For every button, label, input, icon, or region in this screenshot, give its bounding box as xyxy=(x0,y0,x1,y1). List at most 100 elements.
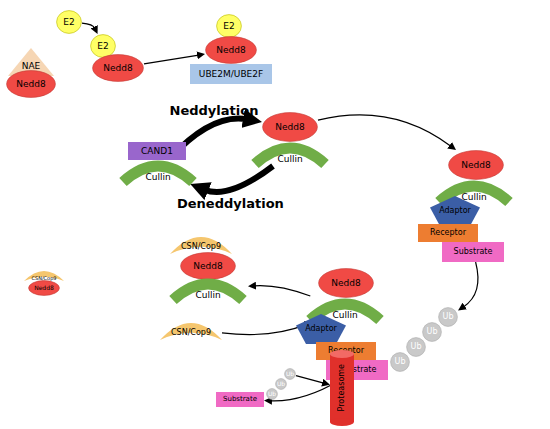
circle-outline xyxy=(407,338,426,357)
molecule-label: CAND1 xyxy=(141,147,173,156)
molecule-pent: Adaptor xyxy=(296,314,346,344)
molecule-label: Proteasome xyxy=(338,364,346,411)
molecule-circle: Ub xyxy=(390,352,410,372)
reaction-arrow xyxy=(296,376,324,384)
ellipse-outline xyxy=(319,269,374,298)
circle-outline xyxy=(91,35,116,58)
molecule-rect: UBE2M/UBE2F xyxy=(190,64,272,84)
molecule-label: Ub xyxy=(286,371,294,377)
pent-outline xyxy=(430,196,480,226)
molecule-arc: Cullin xyxy=(118,158,198,184)
molecule-label: Substrate xyxy=(223,396,257,403)
process-label: Neddylation xyxy=(170,103,259,118)
arc-outline xyxy=(123,166,193,182)
molecule-label: Ub xyxy=(443,313,454,321)
reaction-arrow xyxy=(270,380,340,401)
molecule-label: Nedd8 xyxy=(216,46,245,55)
molecule-circle: Ub xyxy=(438,307,458,327)
reaction-arrow xyxy=(222,324,307,334)
molecule-rect: Substrate xyxy=(216,392,264,407)
molecule-label: Nedd8 xyxy=(275,123,304,132)
molecule-label: NAE xyxy=(22,62,41,71)
molecule-ellipse: Nedd8 xyxy=(92,54,144,82)
molecule-label: E2 xyxy=(63,18,74,27)
rect-outline xyxy=(216,392,264,407)
rect-outline xyxy=(316,342,376,360)
molecule-pent: Adaptor xyxy=(430,196,480,226)
circle-outline xyxy=(439,308,458,327)
molecule-label: Receptor xyxy=(430,229,466,237)
rect-outline xyxy=(442,242,504,262)
molecule-circle: Ub xyxy=(422,322,442,342)
molecule-cyl: Proteasome xyxy=(330,350,354,426)
circle-outline xyxy=(217,15,242,38)
molecule-label: Ub xyxy=(411,343,422,351)
ellipse-outline xyxy=(93,55,144,82)
cyl-outline xyxy=(330,350,354,426)
ellipse-outline xyxy=(181,253,236,280)
circle-outline xyxy=(57,11,82,34)
molecule-cres: CSN/Cop9 xyxy=(160,318,222,340)
molecule-label: Nedd8 xyxy=(331,279,360,288)
molecule-label: Cullin xyxy=(277,155,302,164)
molecule-label: Cullin xyxy=(195,291,220,300)
molecule-circle: Ub xyxy=(406,337,426,357)
molecule-circle: E2 xyxy=(56,10,82,34)
cres-outline xyxy=(24,271,64,281)
ellipse-outline xyxy=(7,71,56,98)
ellipse-outline xyxy=(29,281,60,296)
molecule-ellipse: Nedd8 xyxy=(28,280,60,296)
molecule-ellipse: Nedd8 xyxy=(448,150,504,180)
molecule-rect: CAND1 xyxy=(128,142,186,160)
molecule-label: Nedd8 xyxy=(461,161,490,170)
cres-outline xyxy=(160,323,222,340)
molecule-arc: Cullin xyxy=(250,140,330,166)
molecule-label: Cullin xyxy=(145,173,170,182)
molecule-label: Cullin xyxy=(332,311,357,320)
molecule-rect: Receptor xyxy=(418,224,478,242)
molecule-circle: E2 xyxy=(216,14,242,38)
molecule-label: Ub xyxy=(427,328,438,336)
molecule-label: CSN/Cop9 xyxy=(32,276,57,281)
molecule-label: Nedd8 xyxy=(34,285,54,291)
molecule-arc: Cullin xyxy=(434,178,514,204)
pent-outline xyxy=(296,314,346,344)
molecule-label: Adaptor xyxy=(439,207,471,215)
molecule-cres: CSN/Cop9 xyxy=(24,268,64,281)
molecule-label: E2 xyxy=(97,42,108,51)
molecule-ellipse: Nedd8 xyxy=(318,268,374,298)
reaction-arrow xyxy=(318,115,451,146)
molecule-label: CSN/Cop9 xyxy=(171,329,211,337)
rect-outline xyxy=(128,142,186,160)
molecule-label: Nedd8 xyxy=(103,64,132,73)
reaction-arrow xyxy=(82,23,95,28)
molecule-label: Substrate xyxy=(454,248,493,256)
molecule-ellipse: Nedd8 xyxy=(180,252,236,280)
ellipse-outline xyxy=(449,151,504,180)
molecule-circle: Ub xyxy=(284,368,296,380)
molecule-label: Ub xyxy=(395,358,406,366)
circle-outline xyxy=(391,353,410,372)
molecule-ellipse: Nedd8 xyxy=(262,112,318,142)
rect-outline xyxy=(190,64,272,84)
arc-outline xyxy=(255,148,325,164)
rect-outline xyxy=(418,224,478,242)
molecule-label: CSN/Cop9 xyxy=(181,243,221,251)
arc-outline xyxy=(173,284,243,300)
molecule-label: Nedd8 xyxy=(16,80,45,89)
molecule-label: Ub xyxy=(277,381,285,387)
circle-outline xyxy=(267,389,278,400)
molecule-ellipse: Nedd8 xyxy=(205,36,257,64)
molecule-rect: Substrate xyxy=(442,242,504,262)
cycle-arrow xyxy=(205,166,274,192)
molecule-label: UBE2M/UBE2F xyxy=(199,70,263,79)
reaction-arrow xyxy=(144,55,199,64)
molecule-circle: E2 xyxy=(90,34,116,58)
reaction-arrow xyxy=(254,286,310,296)
ellipse-outline xyxy=(263,113,318,142)
molecule-arc: Cullin xyxy=(168,276,248,302)
cres-outline xyxy=(170,237,232,254)
